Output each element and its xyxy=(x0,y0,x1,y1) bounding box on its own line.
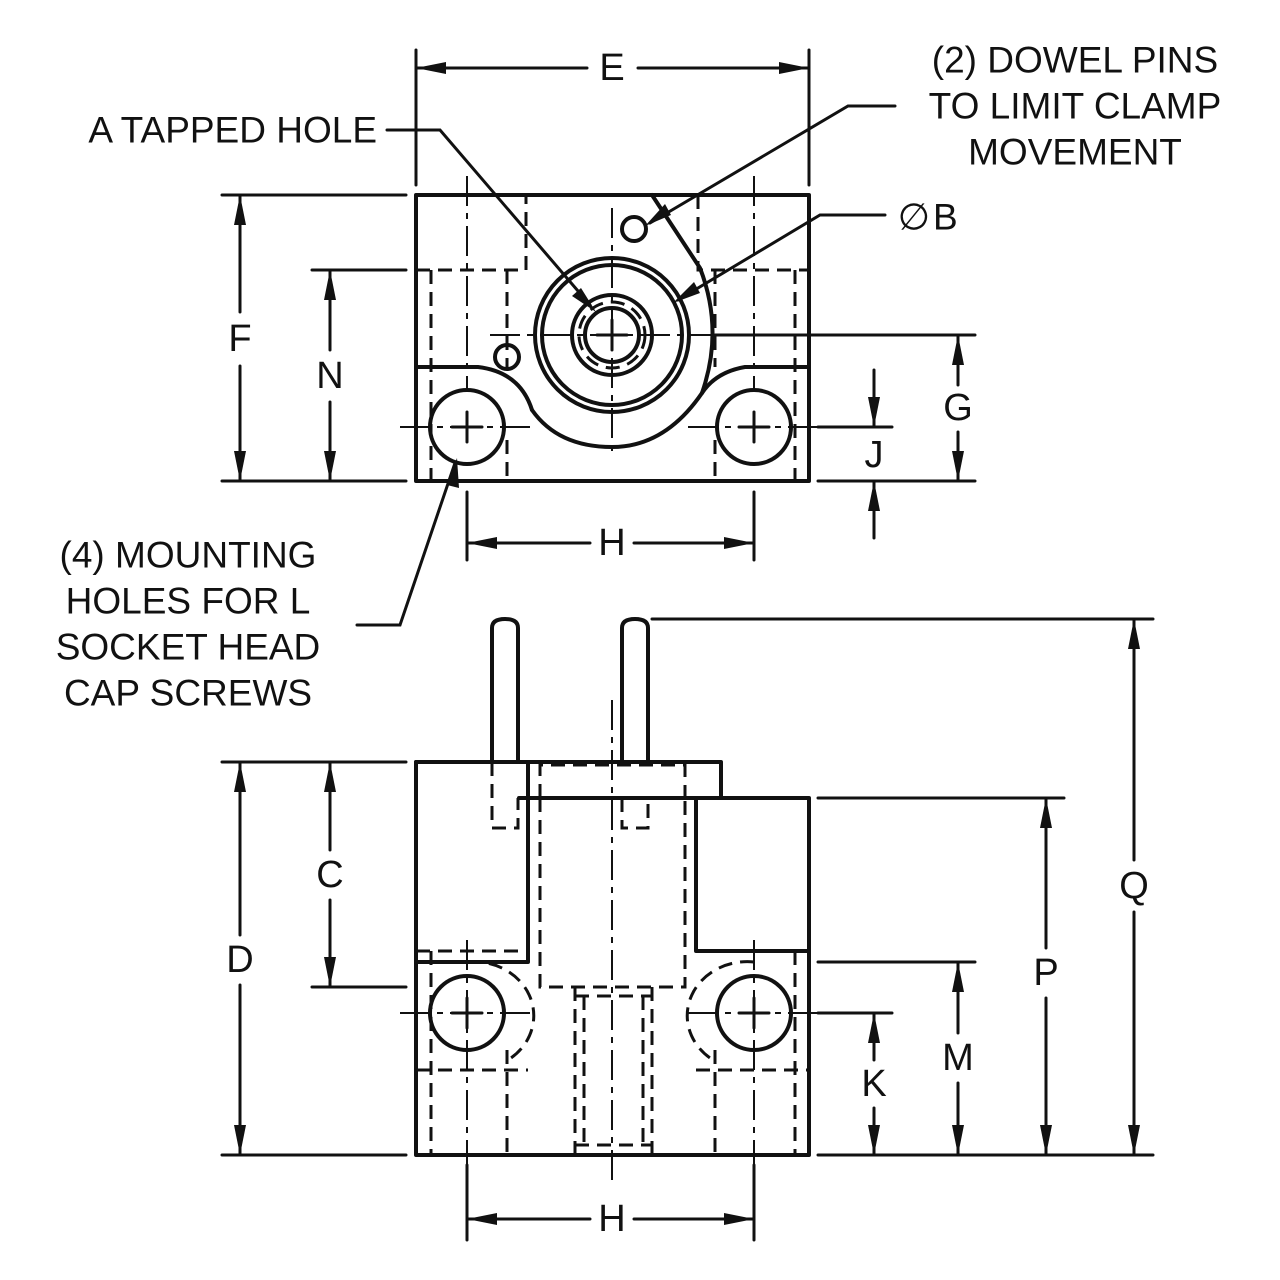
diameter-b-label: B xyxy=(933,197,958,238)
dim-label-q: Q xyxy=(1119,865,1149,907)
mounting-holes-label-line-3: SOCKET HEAD xyxy=(56,627,321,668)
front-view-center-lines xyxy=(400,700,822,1180)
mounting-holes-label-line-1: (4) MOUNTING xyxy=(60,535,317,576)
clamp-plate xyxy=(517,760,723,800)
front-view xyxy=(220,617,1155,1242)
front-view-left-step xyxy=(414,760,530,964)
dim-label-e: E xyxy=(599,47,624,89)
dowel-pin-front-right xyxy=(620,617,650,764)
tapped-hole-label: A TAPPED HOLE xyxy=(88,110,377,151)
callout-labels: A TAPPED HOLE (2) DOWEL PINS TO LIMIT CL… xyxy=(56,40,1222,714)
top-view-body-outline xyxy=(414,193,811,483)
dowel-pin-front-left xyxy=(490,617,520,764)
dim-label-h-top: H xyxy=(598,522,625,564)
mounting-holes-label-line-4: CAP SCREWS xyxy=(64,673,312,714)
mounting-holes-label-line-2: HOLES FOR L xyxy=(66,581,311,622)
dimension-labels: E F N G J H D C Q P M K H xyxy=(226,47,1149,1240)
top-view-center-lines xyxy=(400,176,822,458)
dim-label-g: G xyxy=(943,387,973,429)
dowel-pin-1 xyxy=(620,215,648,243)
dim-label-n: N xyxy=(316,355,343,397)
dim-label-d: D xyxy=(226,939,253,981)
diameter-symbol: ∅ xyxy=(898,197,930,238)
dowel-pins-label-line-2: TO LIMIT CLAMP xyxy=(929,86,1222,127)
top-view xyxy=(220,48,977,562)
dim-label-c: C xyxy=(316,854,343,896)
dim-label-k: K xyxy=(861,1063,886,1105)
top-view-extension-lines xyxy=(220,48,977,562)
front-view-extension-lines xyxy=(220,617,1155,1242)
dowel-pins-label-line-1: (2) DOWEL PINS xyxy=(932,40,1218,81)
clamp-body-lower-arc xyxy=(530,391,704,449)
front-view-hidden-lines xyxy=(416,762,809,1155)
dim-label-h-bottom: H xyxy=(598,1198,625,1240)
dowel-pins-label-line-3: MOVEMENT xyxy=(968,132,1182,173)
front-view-body-outline xyxy=(414,760,811,1157)
dimension-lines xyxy=(234,62,1140,1225)
dim-label-f: F xyxy=(228,318,251,360)
top-view-hidden-lines xyxy=(416,195,808,481)
clamp-arm-edge xyxy=(650,193,715,395)
top-view-left-pocket xyxy=(414,365,534,412)
dim-label-j: J xyxy=(865,434,884,476)
dim-label-p: P xyxy=(1033,952,1058,994)
dim-label-m: M xyxy=(942,1037,974,1079)
callout-leaders xyxy=(355,104,897,627)
